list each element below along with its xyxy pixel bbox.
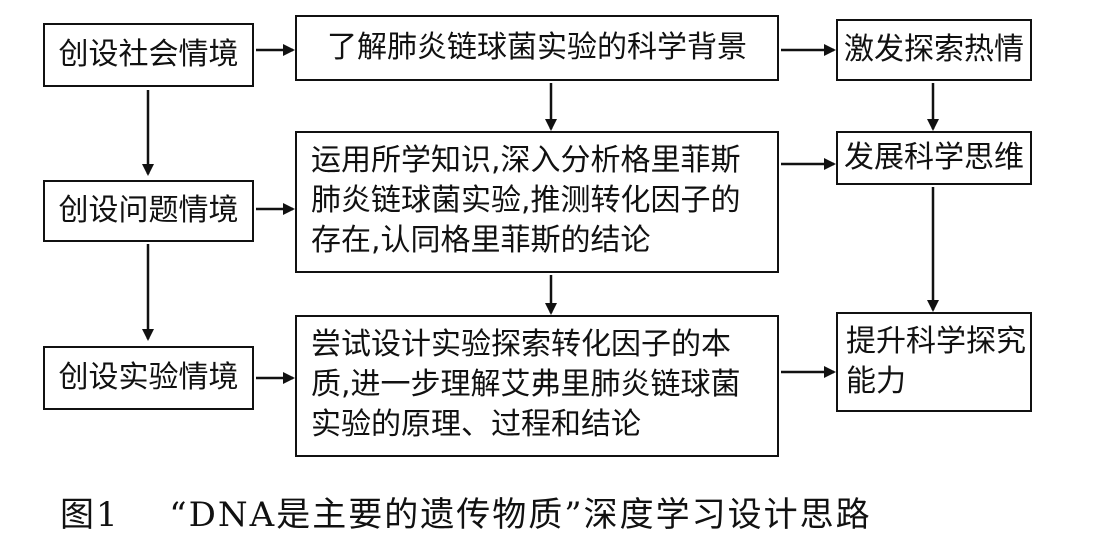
node-scientific-background: 了解肺炎链球菌实验的科学背景 bbox=[295, 15, 779, 81]
node-griffith-analysis-line-3: 存在,认同格里菲斯的结论 bbox=[311, 223, 651, 258]
node-inquiry-ability-line-1: 提升科学探究 bbox=[846, 324, 1026, 359]
node-scientific-thinking-label: 发展科学思维 bbox=[844, 140, 1024, 175]
node-scientific-background-label: 了解肺炎链球菌实验的科学背景 bbox=[327, 30, 747, 65]
node-avery-design-line-1: 尝试设计实验探索转化因子的本 bbox=[311, 327, 731, 362]
node-griffith-analysis: 运用所学知识,深入分析格里菲斯 肺炎链球菌实验,推测转化因子的 存在,认同格里菲… bbox=[295, 131, 779, 273]
node-griffith-analysis-line-1: 运用所学知识,深入分析格里菲斯 bbox=[311, 143, 741, 178]
node-scientific-thinking: 发展科学思维 bbox=[836, 131, 1032, 185]
node-inquiry-ability: 提升科学探究 能力 bbox=[836, 312, 1032, 412]
node-experiment-context: 创设实验情境 bbox=[43, 346, 254, 410]
node-inspire-passion-label: 激发探索热情 bbox=[844, 32, 1024, 67]
node-griffith-analysis-line-2: 肺炎链球菌实验,推测转化因子的 bbox=[311, 183, 741, 218]
node-avery-design-line-2: 质,进一步理解艾弗里肺炎链球菌 bbox=[311, 367, 741, 402]
figure-caption-text: “DNA是主要的遗传物质”深度学习设计思路 bbox=[169, 495, 872, 535]
node-inspire-passion: 激发探索热情 bbox=[836, 19, 1032, 81]
node-problem-context: 创设问题情境 bbox=[43, 180, 254, 242]
node-problem-context-label: 创设问题情境 bbox=[58, 193, 239, 228]
node-inquiry-ability-line-2: 能力 bbox=[846, 364, 906, 399]
node-experiment-context-label: 创设实验情境 bbox=[58, 360, 239, 395]
node-avery-design: 尝试设计实验探索转化因子的本 质,进一步理解艾弗里肺炎链球菌 实验的原理、过程和… bbox=[295, 315, 779, 457]
node-avery-design-line-3: 实验的原理、过程和结论 bbox=[311, 407, 641, 442]
figure-caption-label: 图1 bbox=[60, 495, 120, 535]
node-social-context-label: 创设社会情境 bbox=[58, 37, 239, 72]
node-social-context: 创设社会情境 bbox=[43, 23, 254, 87]
figure-caption: 图1 “DNA是主要的遗传物质”深度学习设计思路 bbox=[60, 490, 1060, 540]
